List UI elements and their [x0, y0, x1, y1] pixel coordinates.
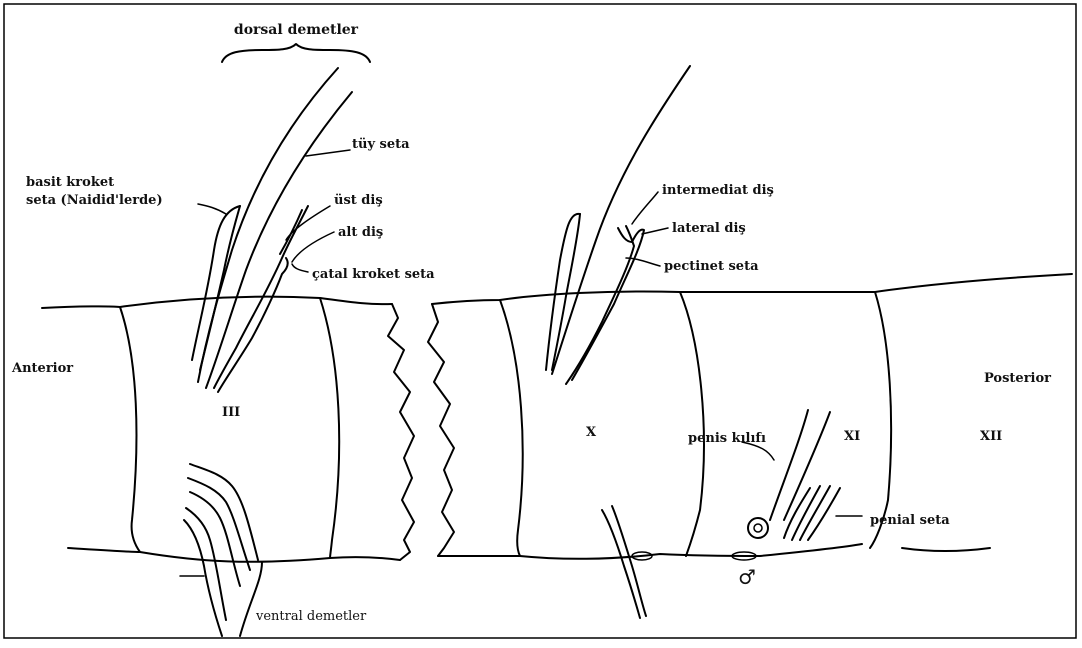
ventral-seta-2	[188, 478, 250, 570]
ventral-edge-anterior	[68, 548, 400, 562]
ventral-setae-bundle-III	[184, 464, 262, 636]
segment-boundary-2	[320, 298, 339, 558]
segment-boundary-1	[120, 307, 140, 552]
hook-seta-X-a	[546, 214, 580, 370]
leader-intermediate-tooth	[632, 192, 658, 224]
leader-simple-hook	[198, 204, 226, 214]
label-segment-III: III	[222, 405, 240, 420]
leader-hair-seta	[306, 150, 350, 156]
hair-seta-X	[552, 66, 690, 374]
label-intermediate-tooth: intermediat diş	[662, 183, 774, 198]
ventral-setae-bundle-X	[602, 506, 652, 618]
label-segment-XI: XI	[844, 429, 860, 444]
penis-sheath-b	[784, 412, 830, 520]
label-pectinate-seta: pectinet seta	[664, 259, 759, 274]
dorsal-setae-bundle-III	[192, 68, 352, 392]
break-line-left	[388, 304, 414, 560]
leader-lateral-tooth	[642, 228, 668, 234]
label-hair-seta: tüy seta	[352, 137, 410, 152]
ventral-edge-posterior	[438, 544, 862, 559]
label-anterior: Anterior	[11, 361, 73, 376]
leader-bifid-crochet	[292, 264, 308, 272]
ventral-edge-end	[902, 548, 990, 551]
label-posterior: Posterior	[984, 371, 1051, 386]
dorsal-setae-bundle-X	[546, 66, 690, 384]
label-dorsal-bundles: dorsal demetler	[234, 22, 359, 38]
leader-lines	[180, 150, 862, 576]
label-lower-tooth: alt diş	[338, 225, 383, 240]
ventral-seta-X-b	[612, 506, 646, 616]
penis-sheath-opening-inner	[754, 524, 762, 532]
ventral-seta-1	[190, 464, 258, 560]
ventral-seta-3	[190, 492, 240, 586]
label-ventral-bundles: ventral demetler	[255, 609, 367, 624]
label-simple-hook-1: basit kroket	[26, 175, 114, 190]
label-lateral-tooth: lateral diş	[672, 221, 746, 236]
hair-seta-2	[206, 92, 352, 388]
penis-sheath-a	[770, 410, 808, 520]
ventral-seta-4	[186, 508, 226, 620]
label-segment-XII: XII	[980, 429, 1002, 444]
label-bifid-crochet: çatal kroket seta	[312, 267, 435, 282]
bifid-crochet-tip	[280, 210, 302, 254]
segment-boundary-3	[500, 300, 523, 556]
dorsal-edge-posterior	[432, 274, 1072, 304]
ventral-seta-6	[240, 562, 262, 636]
ventral-seta-5	[184, 520, 222, 636]
male-symbol: ♂	[738, 565, 756, 589]
label-penial-seta: penial seta	[870, 513, 950, 528]
penis-sheath-opening	[748, 518, 768, 538]
ventral-seta-X-a	[602, 510, 640, 618]
hair-seta-1	[198, 68, 338, 382]
label-simple-hook-2: seta (Naidid'lerde)	[26, 193, 163, 208]
label-upper-tooth: üst diş	[334, 193, 383, 208]
label-segment-X: X	[586, 425, 597, 440]
break-line-right	[428, 304, 454, 556]
leader-lower-tooth	[292, 232, 334, 262]
segment-boundary-4	[680, 292, 704, 556]
pectinate-seta-b	[566, 226, 634, 384]
label-penis-sheath: penis kılıfı	[688, 431, 766, 446]
figure-frame	[4, 4, 1076, 638]
dorsal-brace	[222, 44, 370, 62]
segment-boundary-5	[870, 292, 891, 548]
